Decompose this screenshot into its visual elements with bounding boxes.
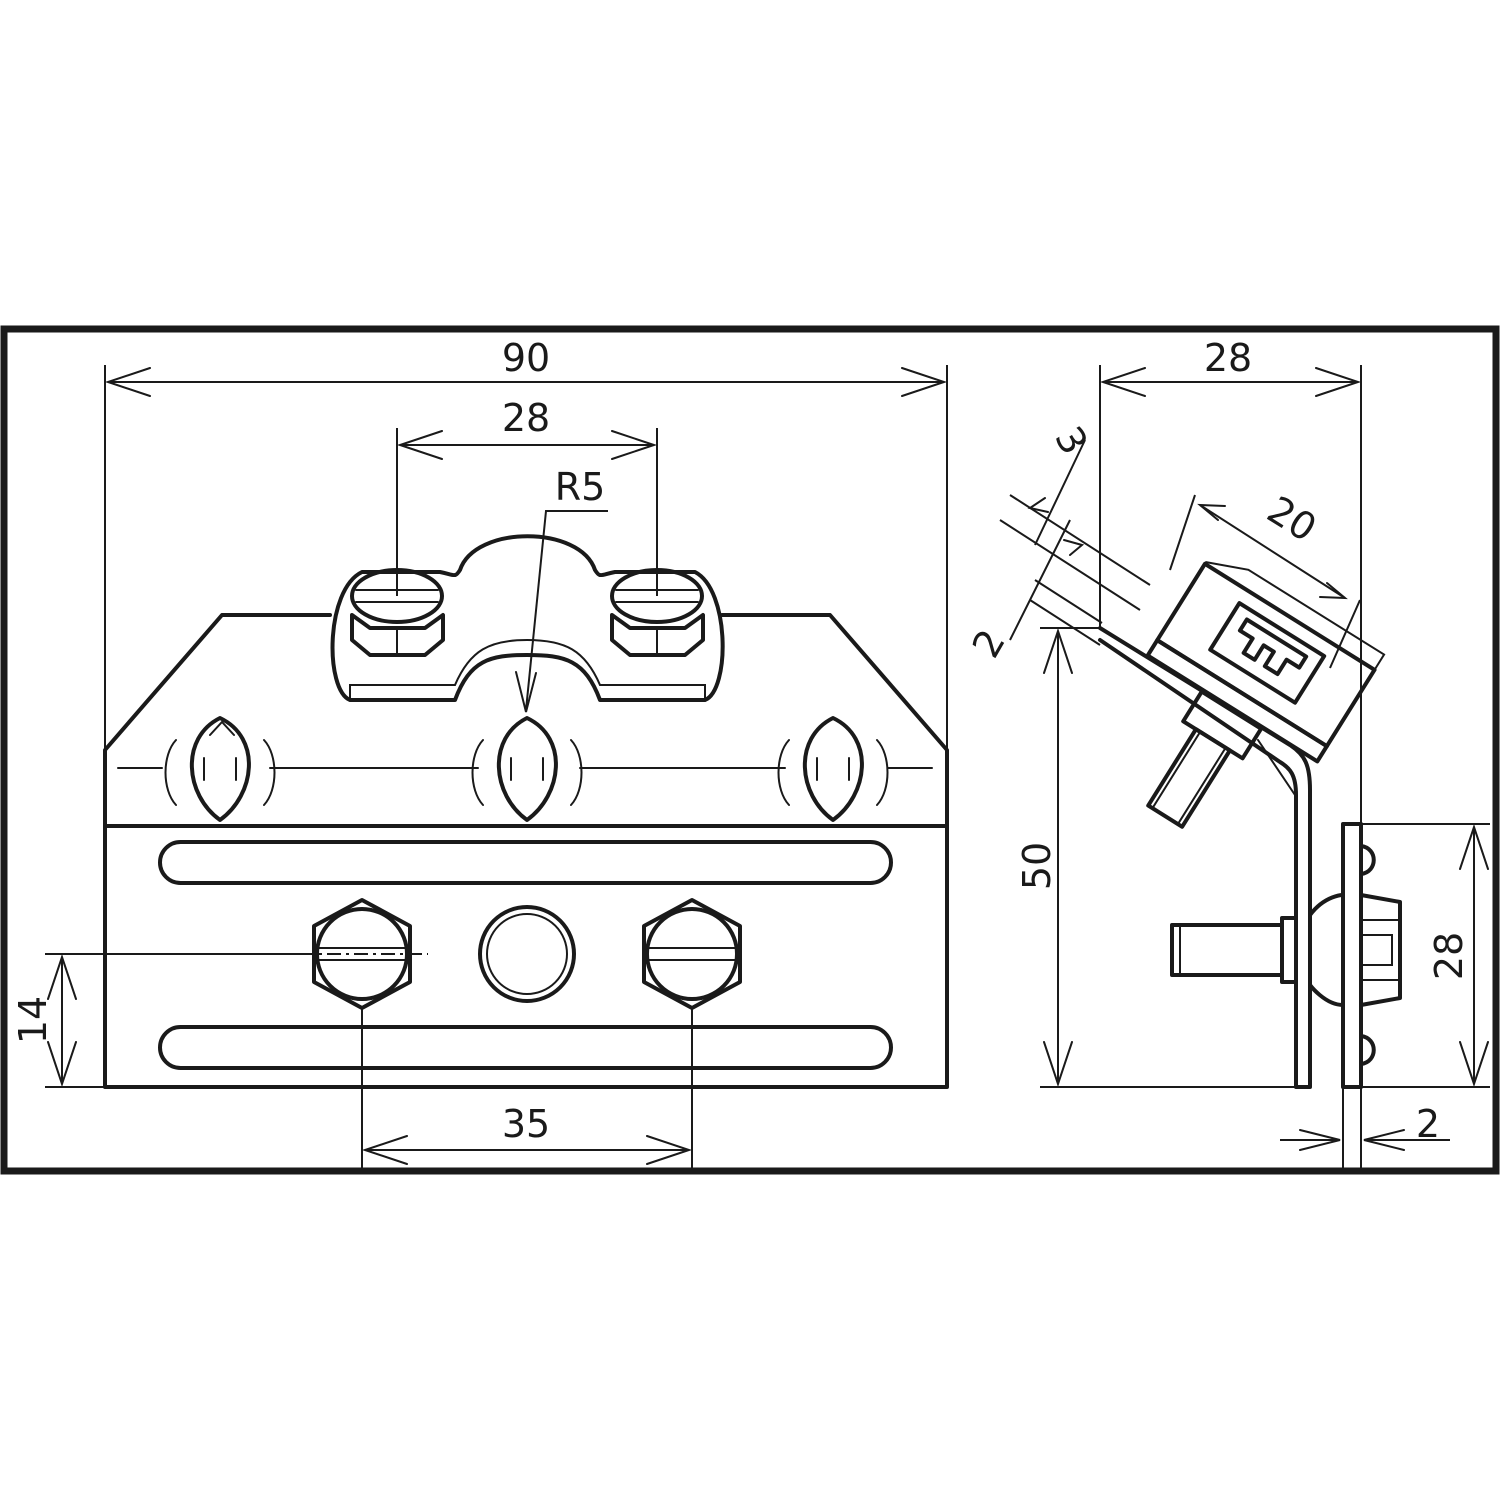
slotted-screw-icon bbox=[1208, 601, 1327, 705]
dim-clamp-bolt-spacing: 28 bbox=[502, 396, 550, 440]
dim-plate-thickness: 2 bbox=[1416, 1102, 1440, 1146]
dim-clamp-width: 20 bbox=[1260, 488, 1324, 551]
clamp-bolt-shaft bbox=[1146, 727, 1232, 829]
dim-front-width: 90 bbox=[502, 336, 550, 380]
base-bolt-shaft bbox=[1170, 923, 1284, 977]
clamp-block-body bbox=[1155, 561, 1377, 749]
dim-bolt-height: 14 bbox=[11, 996, 55, 1044]
clamp-saddle-arch bbox=[454, 638, 601, 686]
emboss-center bbox=[471, 716, 583, 822]
dim-side-height: 50 bbox=[1015, 842, 1059, 890]
slotted-screw-icon bbox=[1170, 893, 1402, 1007]
dim-base-height: 28 bbox=[1427, 932, 1471, 980]
dim-clamp-thickness: 3 bbox=[1046, 419, 1096, 462]
slotted-screw-icon bbox=[642, 898, 742, 1010]
emboss-right bbox=[777, 716, 889, 822]
dim-angled-plate-thickness: 2 bbox=[964, 622, 1014, 665]
clamp-saddle bbox=[330, 534, 725, 702]
front-dimensions: 90 28 R5 35 14 bbox=[11, 336, 948, 1168]
round-hole-icon bbox=[478, 905, 576, 1003]
base-plate bbox=[103, 824, 949, 1089]
emboss-left bbox=[164, 716, 276, 822]
upper-slot bbox=[158, 840, 893, 885]
dim-radius: R5 bbox=[555, 465, 606, 509]
base-bolt-head bbox=[1359, 893, 1402, 1007]
angled-plate bbox=[103, 613, 949, 828]
bent-plate bbox=[1098, 626, 1312, 1089]
bent-plate-edge bbox=[1257, 739, 1296, 796]
flange-rivets bbox=[1359, 844, 1376, 1066]
dim-side-width: 28 bbox=[1204, 336, 1252, 380]
lower-slot bbox=[158, 1025, 893, 1070]
clamp-saddle-edge bbox=[349, 684, 706, 701]
flange-plate bbox=[1341, 822, 1363, 1089]
front-view bbox=[103, 534, 949, 1089]
side-view bbox=[1098, 561, 1402, 1089]
dim-base-bolt-spacing: 35 bbox=[502, 1102, 550, 1146]
drawing-frame bbox=[0, 325, 1500, 1175]
clamp-block bbox=[1145, 561, 1386, 829]
